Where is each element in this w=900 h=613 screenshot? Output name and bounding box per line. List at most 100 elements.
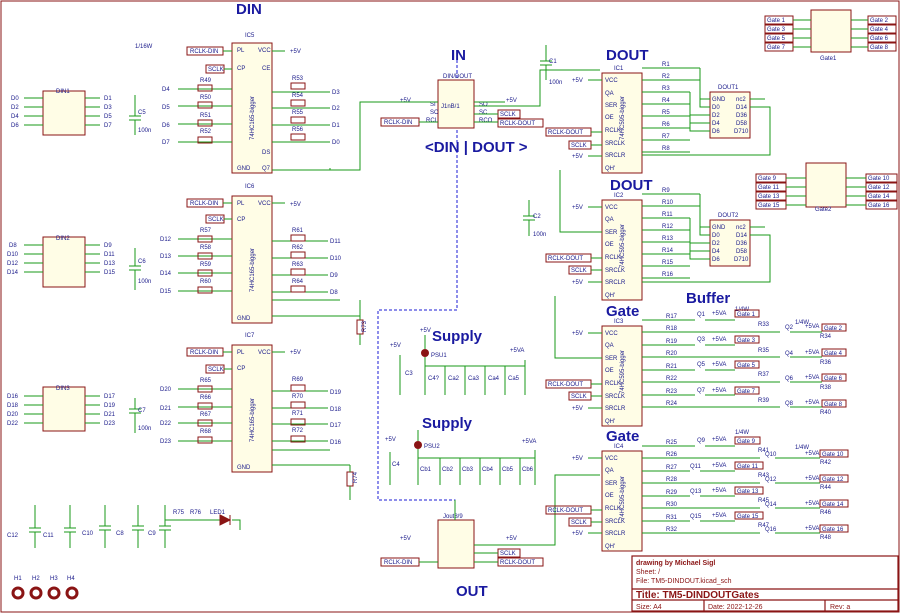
- svg-text:Gate 11: Gate 11: [737, 464, 759, 470]
- svg-text:R34: R34: [820, 334, 832, 340]
- svg-text:Gate 1: Gate 1: [737, 312, 756, 318]
- cap-c6: C6 100n: [129, 248, 151, 290]
- svg-text:D11: D11: [330, 239, 341, 245]
- svg-text:R15: R15: [662, 260, 674, 266]
- svg-text:SER: SER: [605, 481, 618, 487]
- svg-text:SER: SER: [605, 103, 618, 109]
- svg-text:D4: D4: [162, 87, 170, 93]
- svg-text:SRCLR: SRCLR: [605, 153, 626, 159]
- cap-c5: C5 100n: [129, 95, 151, 135]
- svg-text:Gate 3: Gate 3: [767, 27, 786, 33]
- svg-text:+5V: +5V: [290, 350, 301, 356]
- svg-text:D9: D9: [330, 273, 338, 279]
- ic2-shift-register: IC2 74HC595-bigger VCC QA SER OE RCLK SR…: [545, 170, 700, 301]
- svg-text:Gate 3: Gate 3: [737, 338, 756, 344]
- svg-text:Q13: Q13: [690, 489, 702, 495]
- svg-text:Gate 13: Gate 13: [758, 194, 780, 200]
- svg-text:QA: QA: [605, 343, 614, 349]
- svg-text:100n: 100n: [138, 426, 151, 432]
- heading-gate-2: Gate: [606, 428, 639, 445]
- svg-text:+5VA: +5VA: [712, 463, 726, 469]
- svg-text:Jout8/9: Jout8/9: [443, 514, 463, 520]
- svg-text:+5VA: +5VA: [805, 350, 819, 356]
- svg-text:+5VA: +5VA: [712, 362, 726, 368]
- svg-text:D710: D710: [734, 257, 749, 263]
- svg-text:R59: R59: [200, 262, 212, 268]
- svg-text:SER: SER: [605, 230, 618, 236]
- svg-text:74HC165-bigger: 74HC165-bigger: [250, 248, 256, 292]
- svg-text:D21: D21: [104, 412, 116, 418]
- svg-text:D9: D9: [104, 243, 112, 249]
- svg-text:100n: 100n: [138, 128, 151, 134]
- ic5-input-network: D4 D5 D6 D7 R49 R50 R51 R52 R53 R54 R55 …: [162, 76, 340, 146]
- svg-text:D0: D0: [712, 233, 720, 239]
- svg-text:D19: D19: [330, 390, 342, 396]
- svg-text:R27: R27: [666, 465, 678, 471]
- svg-text:R33: R33: [758, 322, 770, 328]
- svg-text:drawing by Michael Sigl: drawing by Michael Sigl: [636, 560, 715, 567]
- svg-text:+5VA: +5VA: [712, 311, 726, 317]
- svg-text:C4: C4: [392, 462, 400, 468]
- svg-text:Gate 12: Gate 12: [822, 477, 844, 483]
- svg-text:RCLK-DOUT: RCLK-DOUT: [500, 121, 535, 127]
- heading-dout-2: DOUT: [610, 177, 653, 194]
- cap-c7: C7 100n: [129, 398, 151, 433]
- svg-text:IC5: IC5: [245, 33, 255, 39]
- svg-text:+5VA: +5VA: [805, 400, 819, 406]
- svg-text:Size: A4: Size: A4: [636, 604, 662, 611]
- svg-text:R42: R42: [820, 460, 832, 466]
- svg-text:GND: GND: [237, 316, 251, 322]
- svg-text:QH': QH': [605, 166, 615, 172]
- svg-text:R49: R49: [200, 78, 212, 84]
- svg-text:D4: D4: [712, 121, 720, 127]
- resistor-r73: R73: [356, 300, 368, 345]
- svg-text:R61: R61: [292, 228, 304, 234]
- svg-text:File: TM5-DINDOUT.kicad_sch: File: TM5-DINDOUT.kicad_sch: [636, 578, 732, 585]
- svg-text:Gate 10: Gate 10: [822, 452, 844, 458]
- svg-text:R24: R24: [666, 401, 678, 407]
- svg-text:IC4: IC4: [614, 444, 624, 450]
- din-connector-2: DIN2 D8 D10 D12 D14 D9 D11 D13 D15: [7, 236, 116, 288]
- svg-text:C7: C7: [138, 408, 146, 414]
- svg-text:D4: D4: [11, 114, 19, 120]
- svg-text:R20: R20: [666, 351, 678, 357]
- svg-text:VCC: VCC: [258, 350, 271, 356]
- svg-text:R36: R36: [820, 360, 832, 366]
- heading-in: IN: [451, 47, 466, 64]
- svg-text:PSU2: PSU2: [424, 444, 440, 450]
- svg-text:Gate 16: Gate 16: [822, 527, 844, 533]
- svg-text:R45: R45: [758, 498, 770, 504]
- svg-text:SER: SER: [605, 356, 618, 362]
- svg-text:Ca2: Ca2: [448, 376, 460, 382]
- resistor-r74: R74: [346, 465, 359, 500]
- svg-text:D12: D12: [160, 237, 172, 243]
- svg-text:DIN1: DIN1: [56, 89, 70, 95]
- svg-text:PL: PL: [237, 201, 245, 207]
- svg-text:D3: D3: [104, 105, 112, 111]
- svg-text:+5V: +5V: [572, 205, 583, 211]
- svg-text:D58: D58: [736, 121, 748, 127]
- svg-text:R4: R4: [662, 98, 670, 104]
- svg-text:D2: D2: [11, 105, 19, 111]
- svg-text:Cb6: Cb6: [522, 467, 534, 473]
- svg-text:+5VA: +5VA: [522, 439, 536, 445]
- mounting-holes: H1 H2 H3 H4: [11, 576, 79, 600]
- svg-text:RCLK: RCLK: [605, 506, 621, 512]
- svg-text:R73: R73: [362, 320, 368, 332]
- led-indicator: R75 R76 LED1: [165, 510, 241, 530]
- supply-1: PSU1 +5V +5VA +5V C3 C4? Ca2 Ca3 Ca4 Ca5: [390, 328, 526, 395]
- svg-text:RCLK-DOUT: RCLK-DOUT: [548, 508, 583, 514]
- gate2-connector: Gate2 Gate 9 Gate 11 Gate 13 Gate 15 Gat…: [755, 162, 898, 213]
- svg-text:RCLK: RCLK: [605, 128, 621, 134]
- din-connector-3: DIN3 D16 D18 D20 D22 D17 D19 D21 D23: [7, 386, 116, 432]
- svg-text:+5V: +5V: [572, 456, 583, 462]
- svg-text:100n: 100n: [138, 279, 151, 285]
- svg-text:C5: C5: [138, 110, 146, 116]
- svg-text:Q7: Q7: [697, 388, 706, 394]
- svg-text:R23: R23: [666, 389, 678, 395]
- svg-text:D17: D17: [330, 423, 342, 429]
- svg-text:D0: D0: [712, 105, 720, 111]
- svg-text:100n: 100n: [533, 232, 546, 238]
- svg-text:D10: D10: [7, 252, 19, 258]
